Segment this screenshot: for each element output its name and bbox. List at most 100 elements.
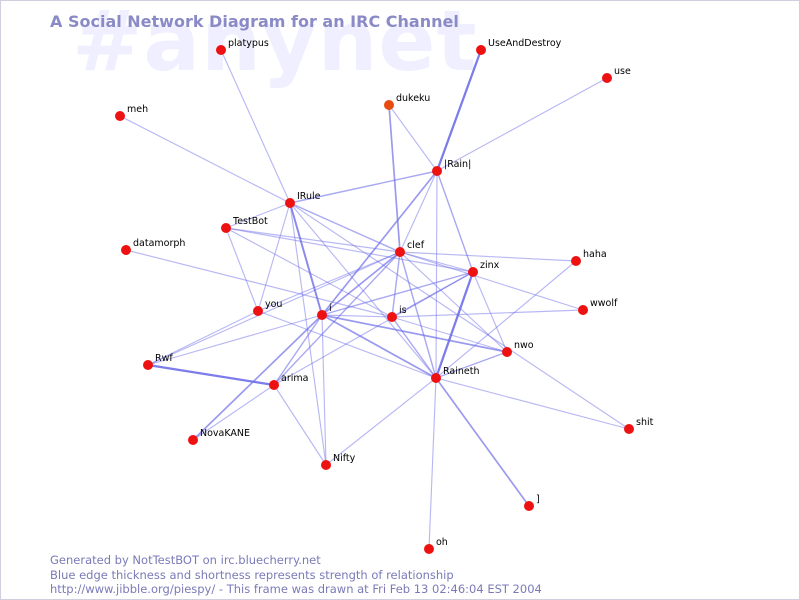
node-Rwf: Rwf [143,353,173,370]
node-you: you [253,299,282,316]
node-dot-UseAndDestroy [476,45,486,55]
footer-url-timestamp: http://www.jibble.org/piespy/ - This fra… [50,582,542,596]
edge-clef-zinx [399,251,474,273]
edge-TestBot-zinx [225,227,474,273]
node-UseAndDestroy: UseAndDestroy [476,38,562,55]
edge-IRule-you [257,202,291,312]
node-TestBot: TestBot [221,216,268,233]
edge-i-NovaKANE [192,314,323,441]
node-platypus: platypus [216,38,269,55]
edge-dukeku-IRainI [388,104,438,172]
edge-clef-is [391,251,401,318]
node-label-oh: oh [436,537,448,548]
node-NovaKANE: NovaKANE [188,428,250,445]
node-label-i: i [329,303,332,314]
footer-legend: Blue edge thickness and shortness repres… [50,567,454,582]
node-dot-platypus [216,45,226,55]
node-layer: platypus UseAndDestroy use meh dukeku |Rain| I… [115,38,654,554]
edge-UseAndDestroy-IRainI [435,48,483,173]
node-dot-clef [395,247,405,257]
edge-i-Raineth [321,314,437,379]
node-dot-meh [115,111,125,121]
node-label-nwo: nwo [514,340,534,351]
edge-Rwf-arima [146,363,276,387]
edge-IRule-Nifty [289,202,327,466]
node-label-NovaKANE: NovaKANE [200,428,250,439]
edge-clef-Rwf [147,251,401,366]
edge-Raineth-Nifty [325,377,437,466]
edge-IRule-TestBot [225,202,291,229]
node-label-is: is [399,305,407,316]
edge-arima-NovaKANE [192,384,275,441]
node-use: use [602,66,631,83]
node-label-Rwf: Rwf [155,353,173,364]
node-label-haha: haha [583,249,607,260]
node-dot-NovaKANE [188,435,198,445]
edge-zinx-i [321,271,474,316]
edge-i-Nifty [321,314,327,466]
edge-meh-IRule [119,115,291,204]
node-meh: meh [115,104,148,121]
edge-you-Raineth [257,310,437,379]
edge-clef-haha [399,251,577,262]
edge-dukeku-clef [388,104,401,253]
node-dot-oh [424,544,434,554]
node-label-platypus: platypus [228,38,269,49]
node-label-IRule: IRule [297,191,321,202]
node-dot-wwolf [578,305,588,315]
edge-TestBot-you [225,227,259,312]
node-label-arima: arima [281,373,308,384]
edge-clef-i [321,251,401,316]
node-label-IRainI: |Rain| [444,159,471,170]
edge-platypus-IRule [220,49,291,204]
node-IRainI: |Rain| [432,159,471,176]
edge-TestBot-clef [225,227,401,253]
node-dot-use [602,73,612,83]
node-dot-i [317,310,327,320]
node-clef: clef [395,240,425,257]
node-dot-arima [269,380,279,390]
node-dot-zinx [468,267,478,277]
node-label-Nifty: Nifty [333,453,356,464]
edge-is-nwo [391,316,508,353]
edge-i-arima [273,314,323,386]
edge-IRule-clef [289,202,401,253]
channel-watermark: #anynet [72,0,478,90]
edge-wwolf-is [391,309,584,318]
node-bracket: ] [524,494,540,511]
node-dukeku: dukeku [384,93,430,110]
node-IRule: IRule [285,191,321,208]
node-nwo: nwo [502,340,534,357]
footer: Generated by NotTestBOT on irc.bluecherr… [50,553,542,597]
node-i: i [317,303,332,320]
node-dot-IRule [285,198,295,208]
edge-arima-Nifty [273,384,327,466]
node-haha: haha [571,249,607,266]
node-dot-bracket [524,501,534,511]
edge-nwo-Raineth [435,351,508,379]
node-dot-dukeku [384,100,394,110]
edge-is-Raineth [391,316,437,379]
edge-use-IRainI [436,77,608,172]
node-zinx: zinx [468,260,500,277]
node-label-you: you [265,299,282,310]
node-dot-haha [571,256,581,266]
edge-you-Rwf [147,310,259,366]
node-label-bracket: ] [536,494,540,505]
node-arima: arima [269,373,308,390]
edge-TestBot-is [225,227,393,318]
node-label-clef: clef [407,240,425,251]
edge-IRainI-Raineth [435,170,438,379]
node-wwolf: wwolf [578,298,618,315]
node-label-shit: shit [636,417,654,428]
node-dot-Rwf [143,360,153,370]
node-dot-is [387,312,397,322]
footer-generated-by: Generated by NotTestBOT on irc.bluecherr… [50,553,321,567]
node-datamorph: datamorph [121,238,185,255]
edge-zinx-Raineth [434,270,475,380]
edge-IRule-IRainI [289,170,438,204]
node-dot-datamorph [121,245,131,255]
node-label-UseAndDestroy: UseAndDestroy [488,38,562,49]
node-dot-shit [624,424,634,434]
